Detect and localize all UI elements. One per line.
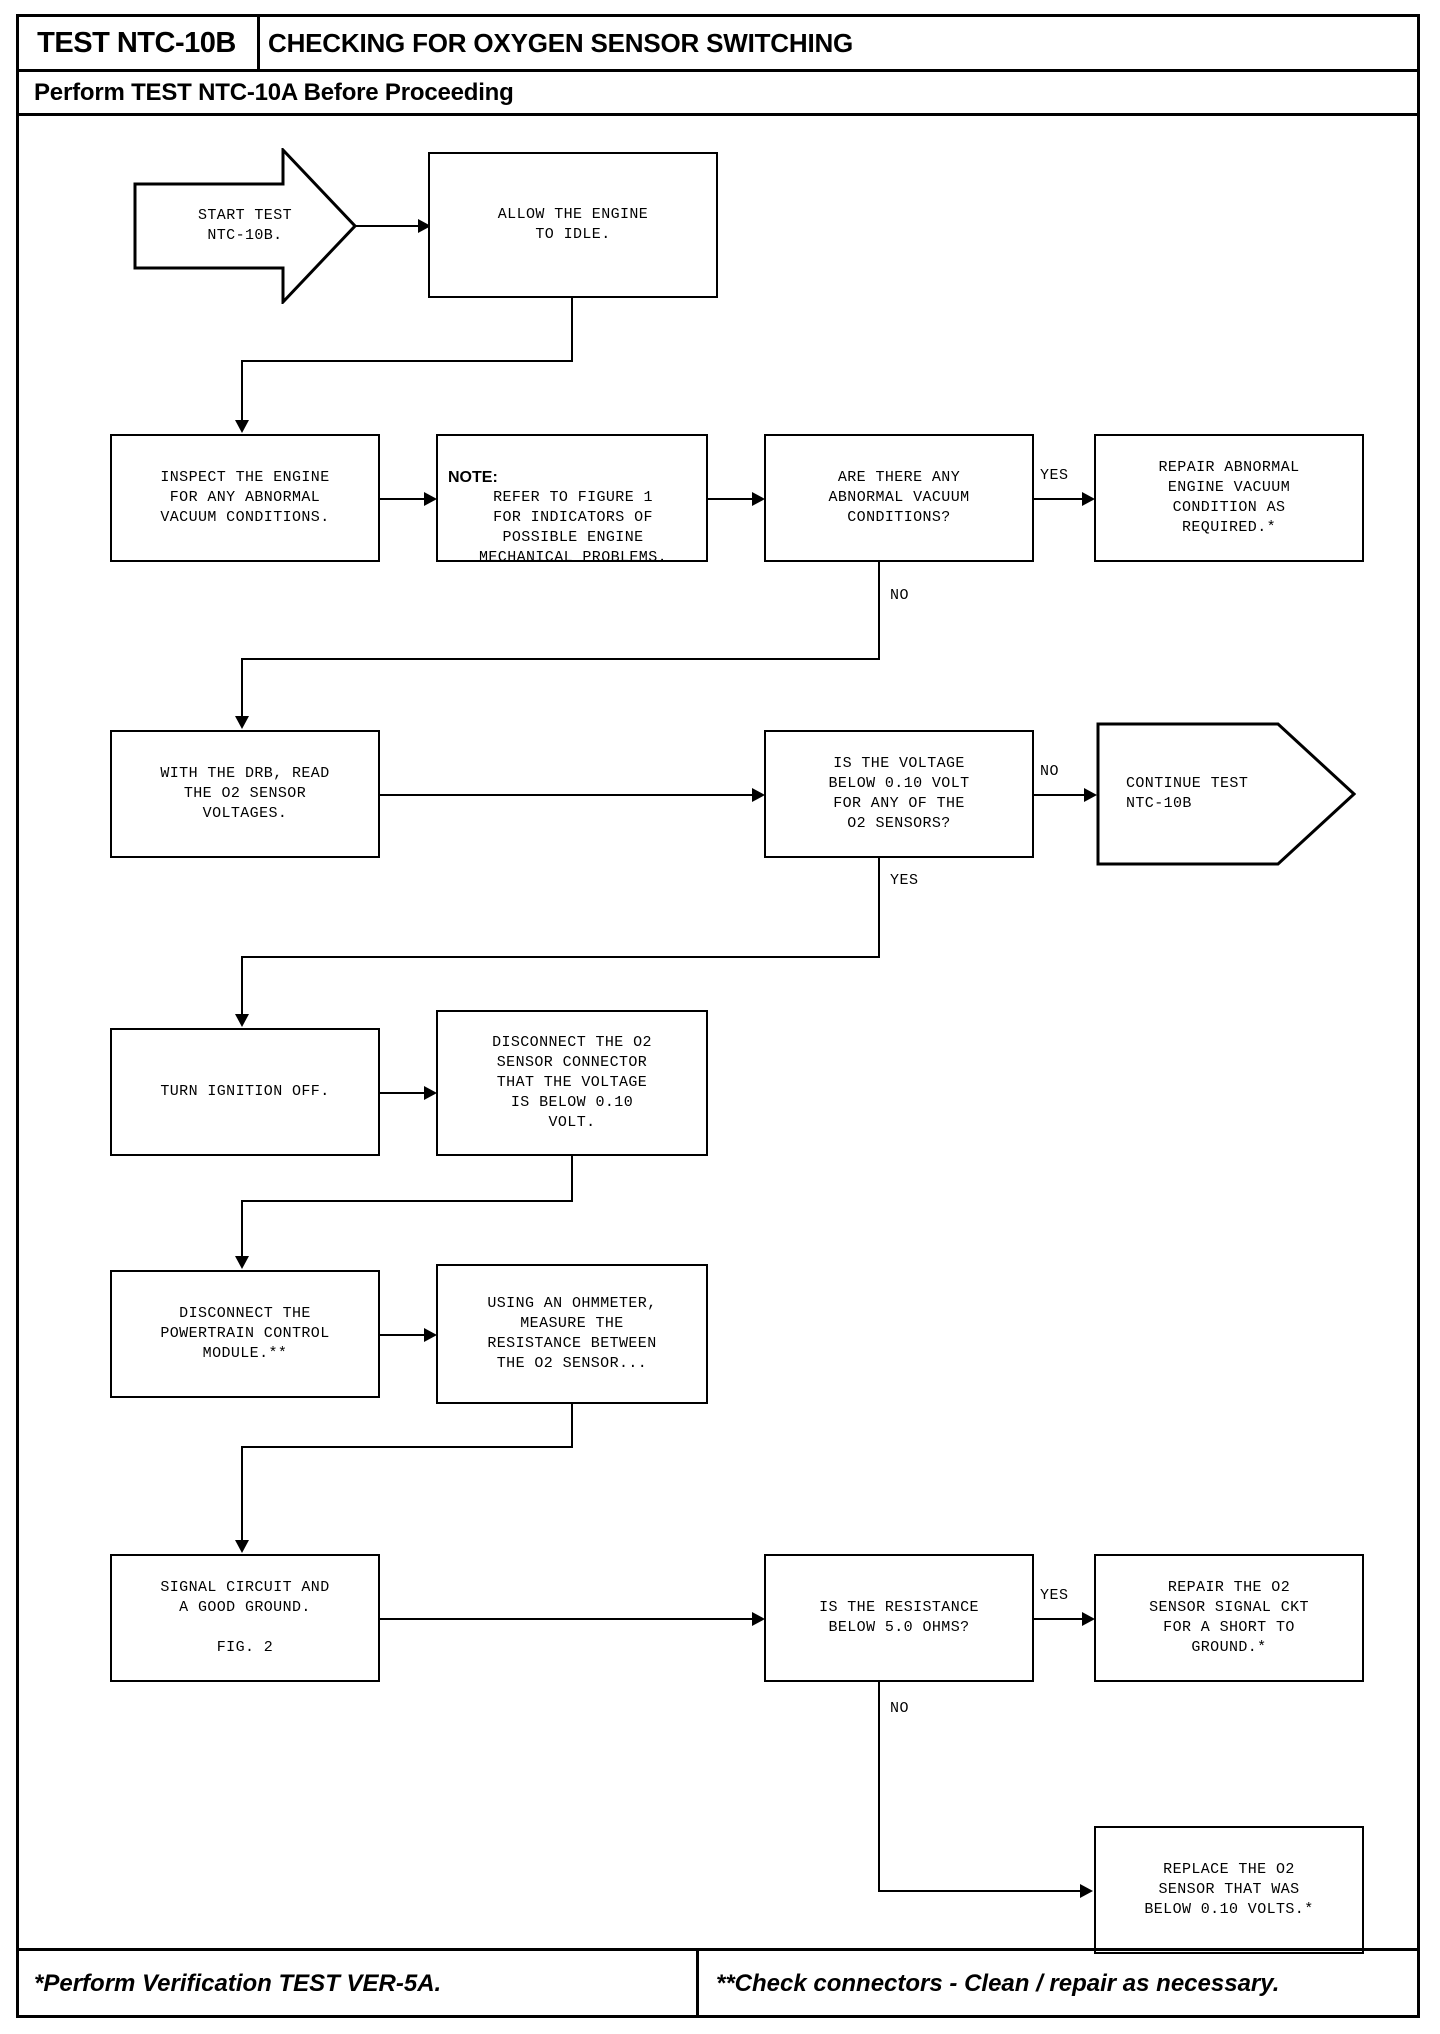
conn-disconnect-down — [571, 1156, 573, 1202]
footer-right-area: **Check connectors - Clean / repair as n… — [716, 1962, 1408, 2006]
conn-start-to-idle — [354, 225, 422, 227]
node-repair-vacuum-label: REPAIR ABNORMAL ENGINE VACUUM CONDITION … — [1158, 459, 1300, 536]
conn-vacuum-yes — [1034, 498, 1086, 500]
node-repair-vacuum: REPAIR ABNORMAL ENGINE VACUUM CONDITION … — [1094, 434, 1364, 562]
continue-test-arrow-shape: CONTINUE TEST NTC-10B — [1096, 722, 1356, 866]
conn-note-to-vacuum-q — [708, 498, 756, 500]
node-signal-circuit-ground: SIGNAL CIRCUIT AND A GOOD GROUND. FIG. 2 — [110, 1554, 380, 1682]
conn-ignition-to-disconnect — [380, 1092, 428, 1094]
branch-label-vacuum-no: NO — [890, 587, 910, 604]
node-replace-o2-sensor-label: REPLACE THE O2 SENSOR THAT WAS BELOW 0.1… — [1144, 1861, 1314, 1918]
conn-vacuum-no-down — [878, 562, 880, 660]
conn-drb-to-voltage-q — [380, 794, 756, 796]
node-resistance-question: IS THE RESISTANCE BELOW 5.0 OHMS? — [764, 1554, 1034, 1682]
page-border — [16, 14, 1420, 2018]
header-title-area: CHECKING FOR OXYGEN SENSOR SWITCHING — [268, 14, 1408, 72]
node-vacuum-question: ARE THERE ANY ABNORMAL VACUUM CONDITIONS… — [764, 434, 1034, 562]
branch-label-voltage-no: NO — [1040, 763, 1060, 780]
node-turn-ignition-off-label: TURN IGNITION OFF. — [160, 1083, 330, 1100]
node-replace-o2-sensor: REPLACE THE O2 SENSOR THAT WAS BELOW 0.1… — [1094, 1826, 1364, 1954]
footer-left-note: *Perform Verification TEST VER-5A. — [34, 1970, 442, 1997]
arrowhead-note-to-vacuum-q — [752, 492, 765, 506]
node-use-ohmmeter-label: USING AN OHMMETER, MEASURE THE RESISTANC… — [487, 1295, 657, 1372]
arrowhead-drb-to-voltage-q — [752, 788, 765, 802]
note-body: REFER TO FIGURE 1 FOR INDICATORS OF POSS… — [478, 489, 668, 566]
node-inspect-engine-label: INSPECT THE ENGINE FOR ANY ABNORMAL VACU… — [160, 469, 330, 526]
note-label: NOTE: — [448, 469, 498, 486]
node-repair-short-to-ground-label: REPAIR THE O2 SENSOR SIGNAL CKT FOR A SH… — [1149, 1579, 1309, 1656]
conn-voltage-yes-down — [878, 858, 880, 958]
node-resistance-question-label: IS THE RESISTANCE BELOW 5.0 OHMS? — [819, 1599, 979, 1636]
arrowhead-resistance-yes — [1082, 1612, 1095, 1626]
start-test-label: START TEST NTC-10B. — [197, 207, 292, 244]
header-subtitle: Perform TEST NTC-10A Before Proceeding — [34, 78, 514, 106]
arrowhead-pcm-to-ohmmeter — [424, 1328, 437, 1342]
node-turn-ignition-off: TURN IGNITION OFF. — [110, 1028, 380, 1156]
conn-voltage-no — [1034, 794, 1088, 796]
branch-label-resistance-no: NO — [890, 1700, 910, 1717]
node-allow-engine-idle: ALLOW THE ENGINE TO IDLE. — [428, 152, 718, 298]
arrowhead-resistance-no-to-replace — [1080, 1884, 1093, 1898]
continue-test-label: CONTINUE TEST NTC-10B — [1126, 775, 1249, 812]
start-test-arrow-shape: START TEST NTC-10B. — [133, 148, 357, 304]
node-signal-circuit-ground-label: SIGNAL CIRCUIT AND A GOOD GROUND. FIG. 2 — [160, 1579, 330, 1656]
arrowhead-signal-to-resistance-q — [752, 1612, 765, 1626]
node-allow-engine-idle-label: ALLOW THE ENGINE TO IDLE. — [497, 206, 649, 243]
arrowhead-vacuum-no-to-drb — [235, 716, 249, 729]
footer-divider — [696, 1951, 699, 2018]
conn-inspect-to-note — [380, 498, 428, 500]
node-disconnect-o2-sensor: DISCONNECT THE O2 SENSOR CONNECTOR THAT … — [436, 1010, 708, 1156]
conn-idle-to-inspect — [241, 360, 243, 426]
node-note-figure1: NOTE: REFER TO FIGURE 1 FOR INDICATORS OF… — [436, 434, 708, 566]
conn-ohmmeter-to-signal — [241, 1446, 243, 1546]
arrowhead-ignition-to-disconnect — [424, 1086, 437, 1100]
arrowhead-idle-to-inspect — [235, 420, 249, 433]
conn-idle-down — [571, 298, 573, 362]
branch-label-voltage-yes: YES — [890, 872, 919, 889]
branch-label-resistance-yes: YES — [1040, 1587, 1069, 1604]
page-title: CHECKING FOR OXYGEN SENSOR SWITCHING — [268, 27, 854, 58]
node-voltage-question-label: IS THE VOLTAGE BELOW 0.10 VOLT FOR ANY O… — [828, 755, 970, 832]
conn-ohmmeter-down — [571, 1404, 573, 1448]
node-voltage-question: IS THE VOLTAGE BELOW 0.10 VOLT FOR ANY O… — [764, 730, 1034, 858]
node-repair-short-to-ground: REPAIR THE O2 SENSOR SIGNAL CKT FOR A SH… — [1094, 1554, 1364, 1682]
conn-resistance-no-right — [878, 1890, 1084, 1892]
conn-ohmmeter-left — [241, 1446, 573, 1448]
conn-disconnect-to-pcm — [241, 1200, 243, 1262]
arrowhead-start-to-idle — [418, 219, 431, 233]
conn-vacuum-no-to-drb — [241, 658, 243, 722]
arrowhead-vacuum-yes — [1082, 492, 1095, 506]
conn-idle-left — [241, 360, 573, 362]
conn-resistance-yes — [1034, 1618, 1086, 1620]
conn-voltage-yes-left — [241, 956, 880, 958]
arrowhead-ohmmeter-to-signal — [235, 1540, 249, 1553]
conn-signal-to-resistance-q — [380, 1618, 756, 1620]
node-inspect-engine: INSPECT THE ENGINE FOR ANY ABNORMAL VACU… — [110, 434, 380, 562]
header-subtitle-bar: Perform TEST NTC-10A Before Proceeding — [16, 72, 1420, 116]
header-test-id-box: TEST NTC-10B — [16, 14, 260, 72]
arrowhead-disconnect-to-pcm — [235, 1256, 249, 1269]
node-disconnect-pcm: DISCONNECT THE POWERTRAIN CONTROL MODULE… — [110, 1270, 380, 1398]
footer-left-area: *Perform Verification TEST VER-5A. — [34, 1962, 674, 2006]
node-disconnect-o2-sensor-label: DISCONNECT THE O2 SENSOR CONNECTOR THAT … — [492, 1034, 652, 1131]
footer-band — [16, 1948, 1420, 2018]
arrowhead-inspect-to-note — [424, 492, 437, 506]
node-disconnect-pcm-label: DISCONNECT THE POWERTRAIN CONTROL MODULE… — [160, 1305, 330, 1362]
header-test-id: TEST NTC-10B — [37, 26, 236, 59]
node-vacuum-question-label: ARE THERE ANY ABNORMAL VACUUM CONDITIONS… — [828, 469, 970, 526]
arrowhead-voltage-yes-to-ignition — [235, 1014, 249, 1027]
node-read-voltages-label: WITH THE DRB, READ THE O2 SENSOR VOLTAGE… — [160, 765, 330, 822]
node-read-voltages: WITH THE DRB, READ THE O2 SENSOR VOLTAGE… — [110, 730, 380, 858]
conn-pcm-to-ohmmeter — [380, 1334, 428, 1336]
header-band — [16, 14, 1420, 72]
conn-voltage-yes-to-ignition — [241, 956, 243, 1020]
node-use-ohmmeter: USING AN OHMMETER, MEASURE THE RESISTANC… — [436, 1264, 708, 1404]
conn-vacuum-no-left — [241, 658, 880, 660]
conn-disconnect-left — [241, 1200, 573, 1202]
footer-right-note: **Check connectors - Clean / repair as n… — [716, 1970, 1280, 1997]
arrowhead-voltage-no — [1084, 788, 1097, 802]
conn-resistance-no-down — [878, 1682, 880, 1892]
branch-label-vacuum-yes: YES — [1040, 467, 1069, 484]
